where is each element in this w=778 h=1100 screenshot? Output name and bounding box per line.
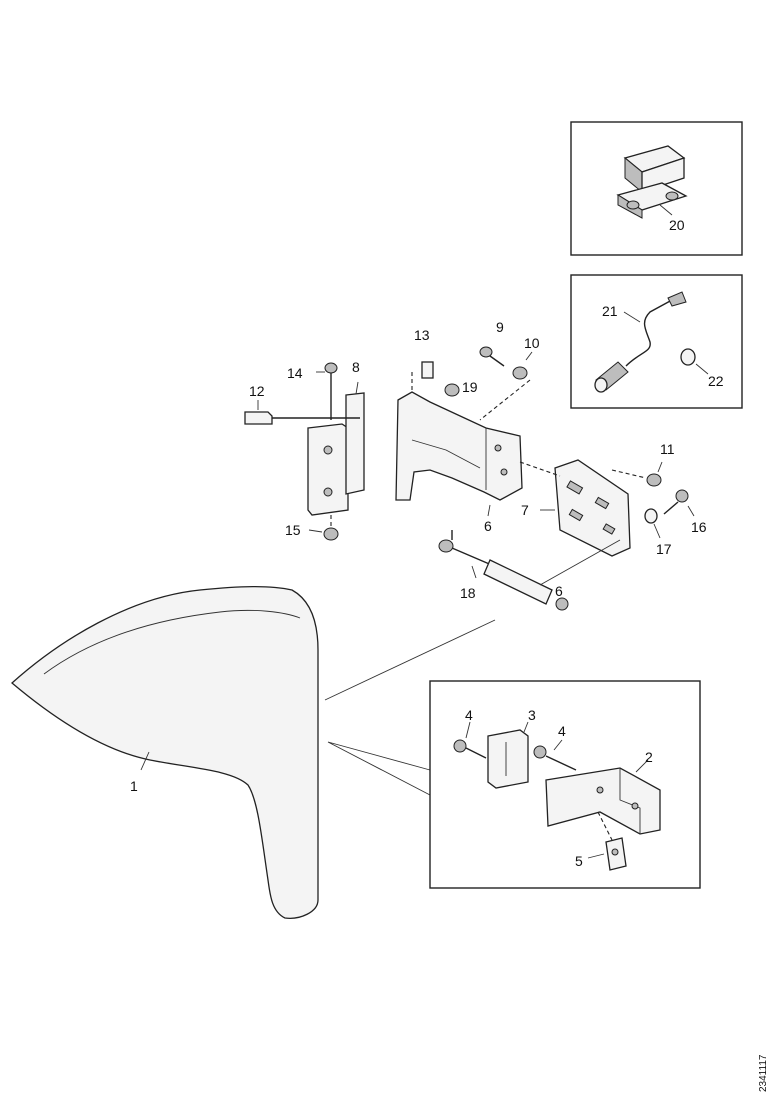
label-8: 8: [352, 359, 360, 375]
part-13-bushing: 13: [411, 327, 434, 396]
label-13: 13: [414, 327, 430, 343]
part-15-nut: 15: [285, 515, 339, 541]
part-22-clip: [680, 348, 696, 366]
label-1: 1: [130, 778, 138, 794]
label-6-pin: 6: [555, 583, 563, 599]
label-11: 11: [660, 441, 675, 457]
leader-lines-inset: [327, 741, 431, 796]
part-19-nut: 19: [444, 379, 478, 397]
part-9-screw: 9: [479, 319, 505, 367]
drawing-code: 2341117: [758, 1054, 769, 1092]
part-12-bolt: 12: [244, 383, 360, 425]
label-5: 5: [575, 853, 583, 869]
part-7-plate: 7: [519, 459, 631, 557]
part-6-arm: 6: [395, 391, 523, 534]
label-14: 14: [287, 365, 303, 381]
label-4-left: 4: [465, 707, 473, 723]
part-2-bracket: 2: [545, 749, 661, 835]
label-20: 20: [669, 217, 685, 233]
label-6-arm: 6: [484, 518, 492, 534]
part-20-mount: [616, 145, 688, 219]
label-7: 7: [521, 502, 529, 518]
part-4-screw-left: 4: [453, 707, 487, 759]
label-9: 9: [496, 319, 504, 335]
label-19: 19: [462, 379, 478, 395]
inset-box-parts-2-5: 3 4 4 2 5: [429, 680, 701, 889]
part-18-strut: 18: [438, 530, 621, 611]
label-15: 15: [285, 522, 301, 538]
label-2: 2: [645, 749, 653, 765]
part-10-washer: 10: [479, 335, 540, 421]
part-1-mirror-housing: 1: [11, 585, 319, 919]
label-3: 3: [528, 707, 536, 723]
part-21-sensor: [594, 291, 687, 393]
label-12: 12: [249, 383, 265, 399]
part-17-washer: 17: [644, 508, 672, 557]
label-16: 16: [691, 519, 707, 535]
part-14-screw: 14: [287, 362, 338, 420]
leader-line-main: [324, 619, 496, 701]
part-11-nut: 11: [611, 441, 675, 487]
part-6-pin: 6: [555, 583, 563, 599]
label-22: 22: [708, 373, 724, 389]
part-16-screw: 16: [663, 489, 707, 535]
part-4-screw-right: 4: [533, 723, 577, 771]
label-4-right: 4: [558, 723, 566, 739]
label-21: 21: [602, 303, 618, 319]
label-10: 10: [524, 335, 540, 351]
part-8-bracket: 8: [307, 359, 365, 516]
label-18: 18: [460, 585, 476, 601]
inset-box-parts-21-22: 21 22: [570, 274, 743, 409]
inset-box-part-20: 20: [570, 121, 743, 256]
part-5-nut-plate: 5: [575, 811, 627, 871]
part-3-clip: 3: [487, 707, 536, 789]
label-17: 17: [656, 541, 672, 557]
